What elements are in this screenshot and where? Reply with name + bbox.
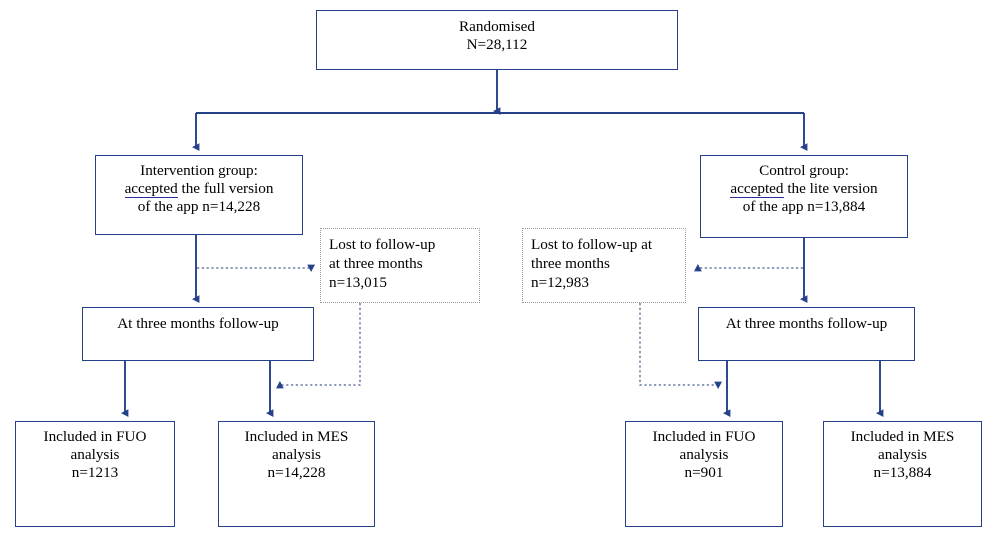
node-followup-intervention: At three months follow-up	[82, 307, 314, 361]
node-mes-analysis-control: Included in MES analysis n=13,884	[823, 421, 982, 527]
node-fuo-left-line3: n=1213	[71, 463, 119, 481]
node-lost-to-followup-intervention: Lost to follow-up at three months n=13,0…	[320, 228, 480, 303]
node-mes-left-line1: Included in MES	[244, 428, 349, 445]
node-followup-control: At three months follow-up	[698, 307, 915, 361]
node-intervention-line2-rest: the full version	[177, 179, 274, 197]
node-followup-left-line1: At three months follow-up	[117, 315, 279, 332]
node-fuo-right-line1: Included in FUO	[652, 428, 756, 445]
node-control-line2: accepted the lite version	[708, 179, 900, 198]
node-mes-right-line2: analysis	[878, 445, 927, 463]
node-mes-right-line1: Included in MES	[850, 428, 955, 445]
node-fuo-right-line3: n=901	[684, 463, 724, 481]
node-followup-right-line1: At three months follow-up	[725, 315, 888, 332]
node-intervention-group: Intervention group: accepted the full ve…	[95, 155, 303, 235]
node-intervention-line2: accepted the full version	[103, 179, 295, 198]
node-mes-analysis-intervention: Included in MES analysis n=14,228	[218, 421, 375, 527]
node-control-line3: of the app n=13,884	[742, 197, 866, 215]
node-randomised-line1: Randomised	[459, 18, 535, 35]
node-intervention-line3: of the app n=14,228	[137, 197, 261, 215]
accepted-underlined-text: accepted	[730, 179, 784, 198]
node-fuo-right-line2: analysis	[679, 445, 729, 463]
node-lost-right-line1: Lost to follow-up at	[531, 236, 653, 253]
node-intervention-line1: Intervention group:	[140, 162, 258, 179]
node-mes-right-line3: n=13,884	[873, 463, 932, 481]
accepted-underlined-text: accepted	[124, 179, 178, 198]
node-control-line1: Control group:	[759, 162, 849, 179]
node-lost-left-line1: Lost to follow-up	[329, 236, 436, 253]
node-lost-right-line3: n=12,983	[531, 274, 589, 291]
node-control-line2-rest: the lite version	[783, 179, 878, 197]
node-lost-left-line3: n=13,015	[329, 274, 387, 291]
node-fuo-analysis-control: Included in FUO analysis n=901	[625, 421, 783, 527]
node-lost-to-followup-control: Lost to follow-up at three months n=12,9…	[522, 228, 686, 303]
node-mes-left-line3: n=14,228	[267, 463, 326, 481]
node-mes-left-line2: analysis	[272, 445, 321, 463]
node-randomised-line2: N=28,112	[466, 35, 528, 53]
node-fuo-analysis-intervention: Included in FUO analysis n=1213	[15, 421, 175, 527]
node-fuo-left-line1: Included in FUO	[43, 428, 147, 445]
node-randomised: Randomised N=28,112	[316, 10, 678, 70]
node-control-group: Control group: accepted the lite version…	[700, 155, 908, 238]
node-lost-right-line2: three months	[531, 255, 610, 272]
node-lost-left-line2: at three months	[329, 255, 423, 272]
node-fuo-left-line2: analysis	[70, 445, 120, 463]
